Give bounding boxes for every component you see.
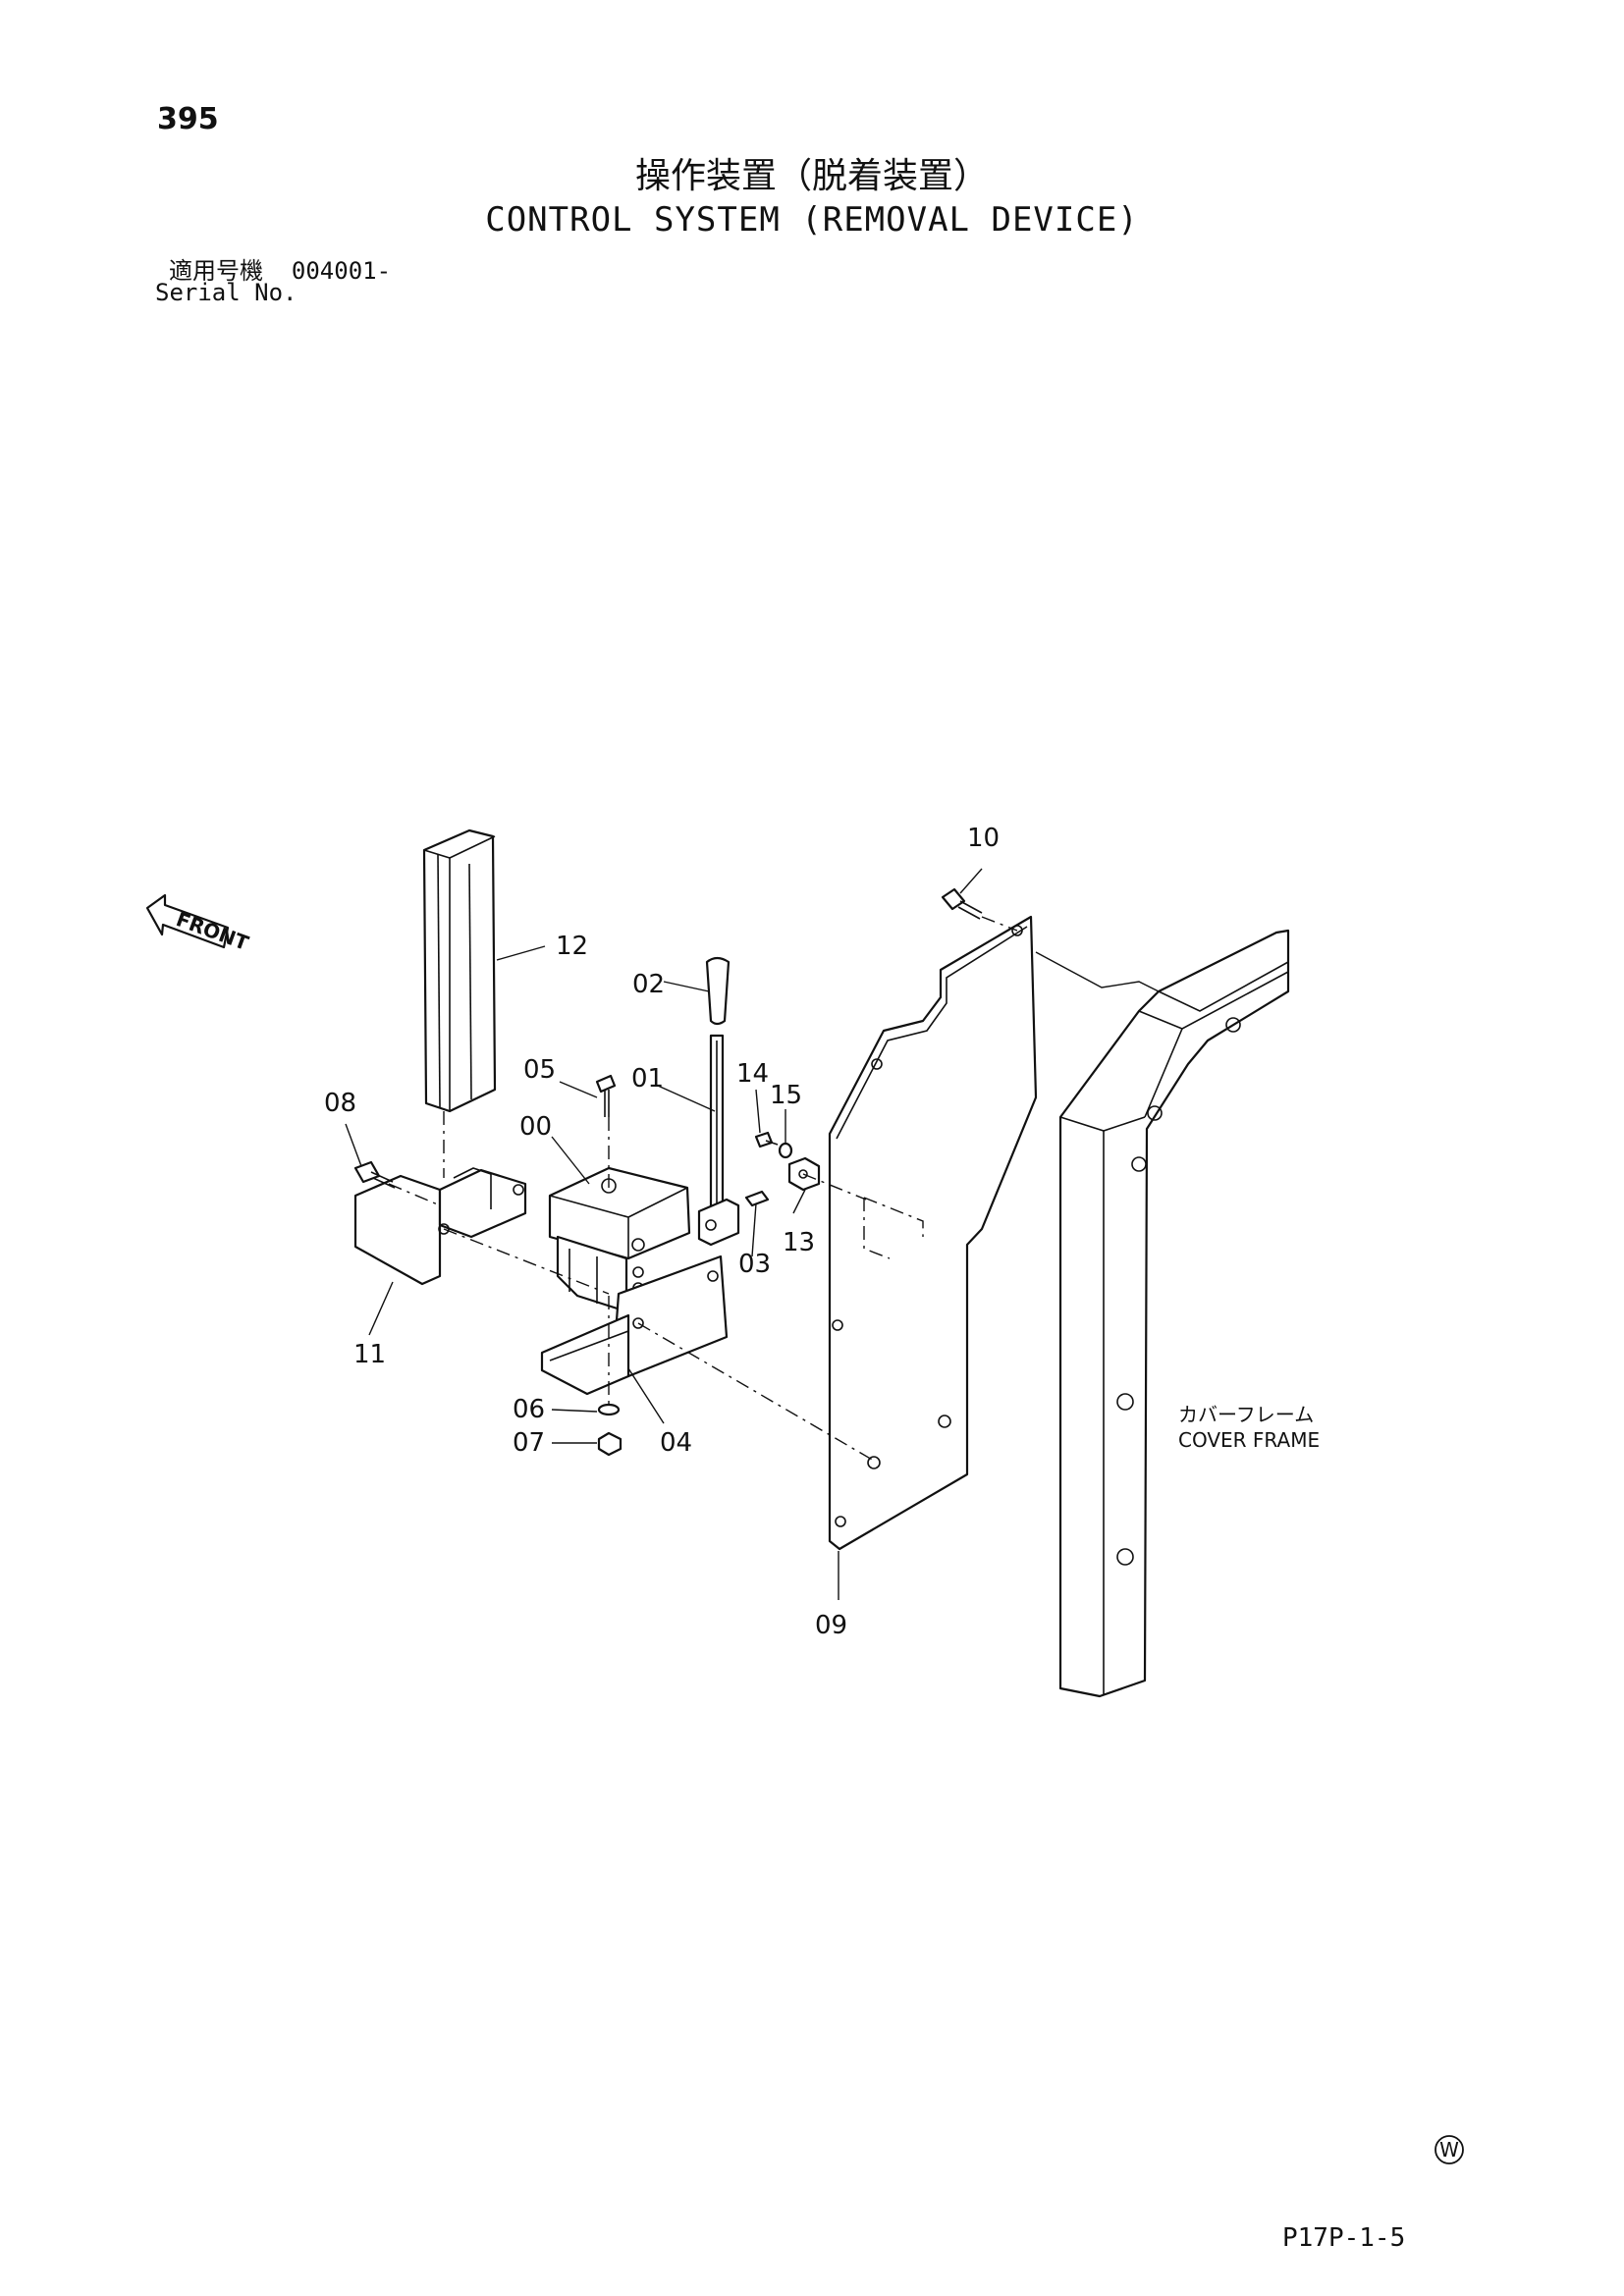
assembly-alignment-lines <box>388 916 1018 1462</box>
front-arrow-icon: FRONT <box>145 893 252 955</box>
part-15-washer <box>778 1142 793 1159</box>
callout-04: 04 <box>660 1428 692 1458</box>
serial-line-japanese: 適用号機 004001- <box>169 251 391 286</box>
callout-07: 07 <box>513 1428 545 1458</box>
w-mark-icon: W <box>1435 2135 1464 2164</box>
part-03-pin <box>744 1190 770 1207</box>
serial-label-en: Serial No. <box>155 279 298 306</box>
callout-10: 10 <box>967 824 1000 853</box>
serial-label-jp: 適用号機 <box>169 257 263 285</box>
part-08-bolt <box>353 1160 396 1189</box>
callout-02: 02 <box>632 970 665 999</box>
part-14-bolt <box>754 1131 779 1148</box>
callout-12: 12 <box>556 932 588 961</box>
page-number: 395 <box>157 102 219 136</box>
part-09-side-panel <box>828 915 1038 1551</box>
part-00-switch-unit <box>548 1166 691 1313</box>
callout-14: 14 <box>736 1059 769 1089</box>
part-12-channel <box>422 828 497 1113</box>
cover-frame-label-jp: カバーフレーム <box>1178 1403 1314 1426</box>
callout-01: 01 <box>631 1064 664 1094</box>
part-06-washer <box>597 1403 621 1416</box>
part-02-knob <box>705 956 731 1026</box>
callout-08: 08 <box>324 1089 356 1118</box>
callout-06: 06 <box>513 1395 545 1424</box>
part-04-mount-bracket <box>540 1255 729 1396</box>
w-mark-letter: W <box>1439 2138 1459 2162</box>
part-11-cover-bracket <box>353 1167 527 1286</box>
title-japanese: 操作装置（脱着装置） <box>634 156 989 196</box>
part-05-bolt <box>595 1074 617 1117</box>
callout-leaders <box>345 868 983 1600</box>
front-label: FRONT <box>173 907 251 955</box>
callout-15: 15 <box>770 1081 802 1110</box>
cover-frame <box>1058 929 1290 1698</box>
title-english: CONTROL SYSTEM (REMOVAL DEVICE) <box>485 200 1139 240</box>
page-code: P17P-1-5 <box>1282 2223 1406 2253</box>
callout-09: 09 <box>815 1611 847 1640</box>
part-10-bolt <box>941 887 983 920</box>
cover-frame-label-en: COVER FRAME <box>1178 1428 1320 1452</box>
part-07-nut <box>597 1431 623 1457</box>
callout-labels: 12 02 01 05 00 08 14 15 13 03 04 06 07 1… <box>324 824 1000 1640</box>
callout-13: 13 <box>783 1228 815 1257</box>
callout-05: 05 <box>523 1055 556 1085</box>
callout-11: 11 <box>353 1340 386 1369</box>
serial-value: 004001- <box>291 257 392 285</box>
callout-00: 00 <box>519 1112 552 1142</box>
part-01-lever-rod <box>697 1034 740 1247</box>
callout-03: 03 <box>738 1250 771 1279</box>
